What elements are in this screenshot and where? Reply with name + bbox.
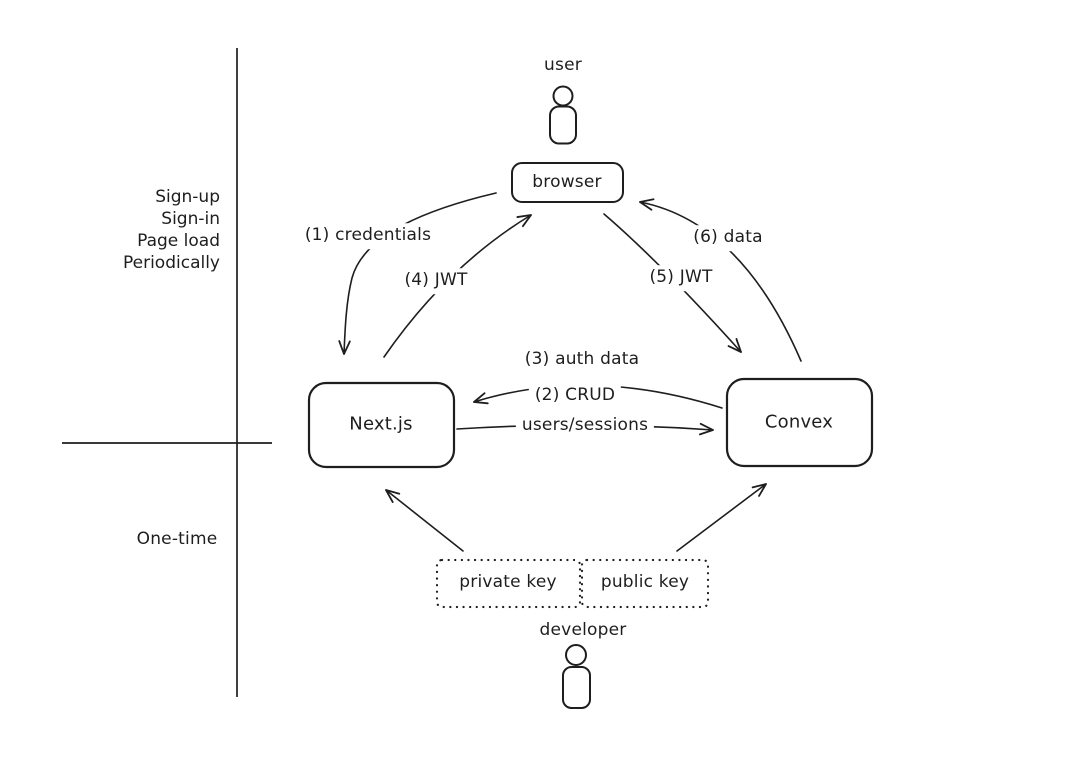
browser-node-label: browser	[532, 172, 602, 193]
repeated-timing-block: Sign-up Sign-in Page load Periodically	[40, 186, 220, 274]
edge-label-5-jwt: (5) JWT	[643, 265, 719, 291]
developer-person-icon	[562, 644, 591, 709]
edge-label-4-jwt: (4) JWT	[398, 268, 474, 294]
edge-label-6-data: (6) data	[687, 225, 769, 251]
arrow-private-key-to-nextjs	[385, 489, 464, 552]
private-key-label: private key	[459, 572, 557, 593]
user-person-icon	[549, 85, 577, 145]
arrow-public-key-to-convex	[676, 483, 767, 552]
timing-label-signup: Sign-up	[155, 187, 220, 207]
browser-box	[511, 162, 624, 203]
edge-label-1-credentials: (1) credentials	[298, 223, 438, 249]
timing-label-periodically: Periodically	[122, 253, 220, 273]
public-key-label: public key	[600, 572, 690, 593]
timing-label-pageload: Page load	[137, 231, 220, 251]
nextjs-box	[307, 381, 456, 469]
timing-label-signin: Sign-in	[161, 209, 220, 229]
convex-node-label: Convex	[764, 411, 834, 433]
edge-label-3-auth-data: (3) auth data	[518, 347, 646, 373]
arrow-1-credentials	[338, 192, 497, 355]
edge-label-2-users-sessions: users/sessions	[515, 413, 655, 439]
user-label: user	[544, 55, 582, 76]
arrow-6-data-to-browser	[639, 198, 802, 362]
timing-label-one-time: One-time	[136, 529, 218, 550]
edge-label-2-crud: (2) CRUD	[528, 383, 622, 409]
public-key-box	[580, 558, 710, 609]
developer-label: developer	[539, 620, 627, 641]
convex-box	[725, 377, 874, 468]
nextjs-node-label: Next.js	[349, 413, 413, 435]
private-key-box	[435, 558, 582, 609]
